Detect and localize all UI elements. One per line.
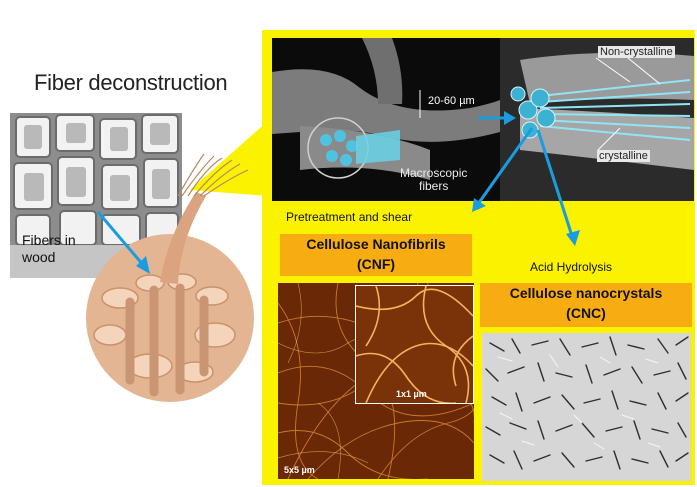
cnf-title-line1: Cellulose Nanofibrils bbox=[306, 236, 445, 252]
cnf-title-box: Cellulose Nanofibrils (CNF) bbox=[280, 234, 472, 276]
cnc-title-box: Cellulose nanocrystals (CNC) bbox=[480, 283, 692, 327]
crystalline-label: crystalline bbox=[597, 150, 650, 162]
acid-hydrolysis-label: Acid Hydrolysis bbox=[530, 260, 612, 274]
noncrystalline-label: Non-crystalline bbox=[598, 46, 675, 58]
fiber-size-label: 20-60 µm bbox=[428, 95, 475, 107]
cnc-title-line1: Cellulose nanocrystals bbox=[510, 285, 663, 301]
cnf-inset-image bbox=[355, 285, 474, 404]
macroscopic-fibers-label: Macroscopic fibers bbox=[400, 167, 467, 193]
macro-label-line1: Macroscopic bbox=[400, 166, 467, 180]
cnf-scale-label: 5x5 µm bbox=[284, 465, 315, 475]
cnf-inset-scale-label: 1x1 µm bbox=[396, 389, 427, 399]
cnc-title-line2: (CNC) bbox=[566, 305, 606, 321]
cnc-tem-image bbox=[482, 333, 691, 481]
macro-label-line2: fibers bbox=[419, 179, 448, 193]
pretreatment-label: Pretreatment and shear bbox=[286, 210, 412, 224]
cnf-title-line2: (CNF) bbox=[357, 256, 395, 272]
